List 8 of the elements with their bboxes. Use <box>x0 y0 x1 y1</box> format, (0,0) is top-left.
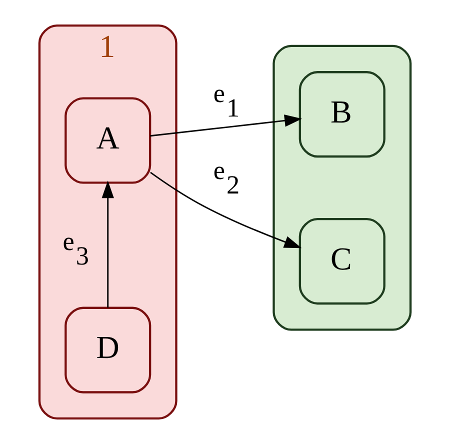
node-box: C <box>298 218 386 305</box>
node-box: B <box>298 71 386 158</box>
cluster <box>272 44 412 331</box>
arrow <box>102 180 114 308</box>
node-box: A <box>64 97 152 184</box>
arrow <box>150 114 302 137</box>
node-box: D <box>64 306 152 394</box>
arrow <box>150 172 302 248</box>
